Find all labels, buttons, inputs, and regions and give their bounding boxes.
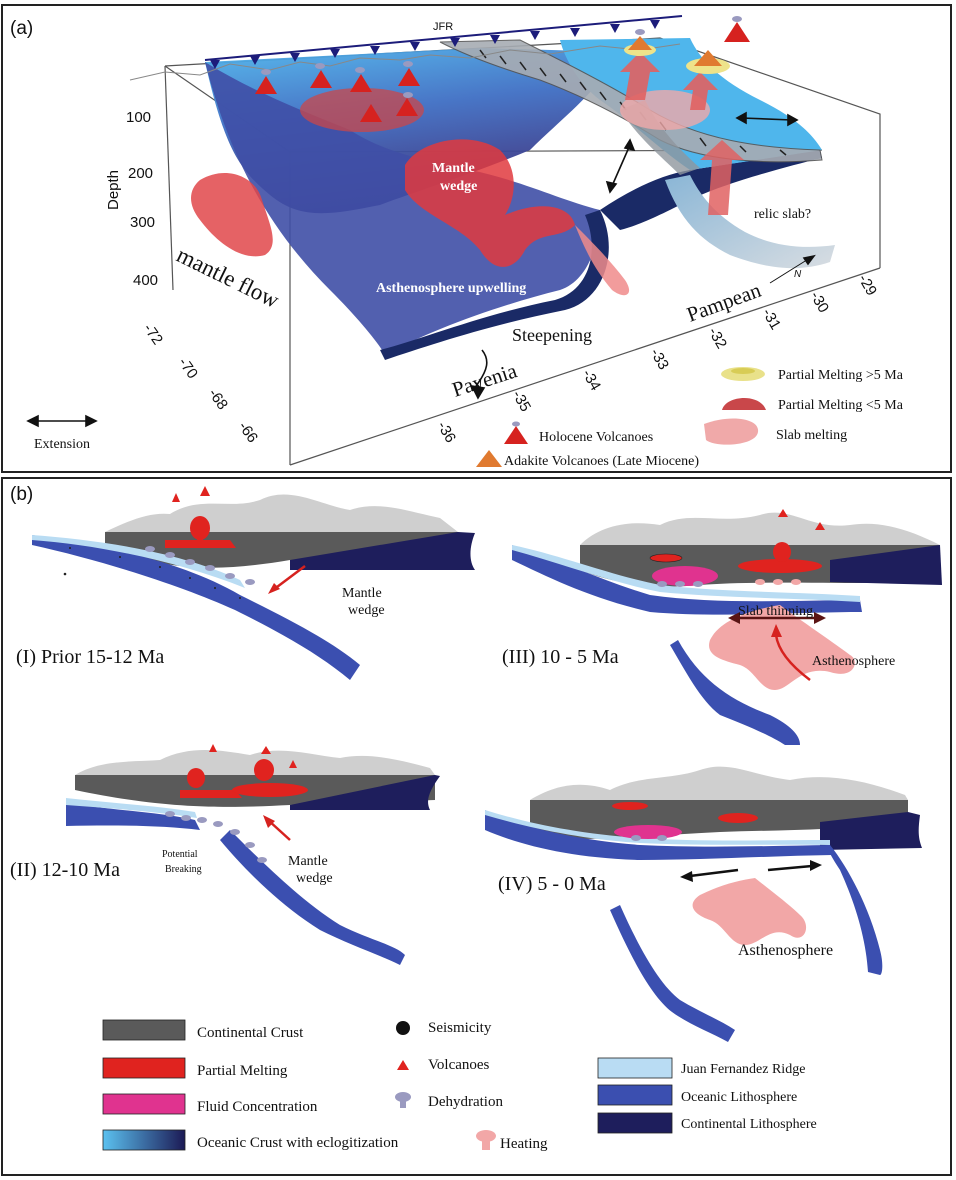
jfr-label: JFR <box>433 21 453 33</box>
mantle-flow-lobe <box>191 172 273 257</box>
stage-3-slab-thinning: Slab thinning <box>738 604 813 619</box>
legend-continental-crust: Continental Crust <box>197 1025 304 1041</box>
slab-dark-edge <box>380 210 609 360</box>
mantle-wedge <box>405 139 575 267</box>
lat-tick--35: -35 <box>509 388 535 415</box>
holocene-volcanoes <box>255 22 750 122</box>
dehydration-markers-a <box>261 16 742 98</box>
adakite-volcanoes <box>624 36 730 74</box>
legend-volcanoes: Volcanoes <box>428 1057 490 1073</box>
panel-b-label: (b) <box>10 484 33 505</box>
topography <box>129 43 681 81</box>
stage-4-asthenosphere: Asthenosphere <box>738 942 833 959</box>
depth-tick-300: 300 <box>130 214 155 231</box>
legend-oceanic-lith: Oceanic Lithosphere <box>681 1090 797 1105</box>
steepening-label: Steepening <box>512 325 592 345</box>
stage-3-asthenosphere: Asthenosphere <box>812 654 895 669</box>
pampean-label: Pampean <box>684 278 765 327</box>
panel-b-legend <box>102 1019 673 1151</box>
panel-b-frame <box>1 477 952 1176</box>
stage-2-mantle-2: wedge <box>296 871 333 886</box>
stage-2-potential-2: Breaking <box>165 864 202 875</box>
legend-pm-old: Partial Melting >5 Ma <box>778 368 904 383</box>
stage-1-title: (I) Prior 15-12 Ma <box>16 646 164 668</box>
lon-tick--68: -68 <box>205 386 231 414</box>
legend-pm-young: Partial Melting <5 Ma <box>778 398 904 413</box>
stage-1-mantle-1: Mantle <box>342 586 382 601</box>
up-arrow-3 <box>700 140 744 215</box>
stage-4-title: (IV) 5 - 0 Ma <box>498 873 606 895</box>
lon-tick--66: -66 <box>235 419 261 447</box>
depth-axis-label: Depth <box>105 170 122 210</box>
legend-fluid-concentration: Fluid Concentration <box>197 1099 318 1115</box>
legend-jfr: Juan Fernandez Ridge <box>681 1062 805 1077</box>
trench-line <box>204 15 683 69</box>
legend-dehydration: Dehydration <box>428 1094 503 1110</box>
lat-tick--31: -31 <box>759 306 785 333</box>
stage-2-mantle-1: Mantle <box>288 854 328 869</box>
north-label: N <box>794 269 802 280</box>
legend-heating: Heating <box>500 1136 548 1152</box>
lat-tick--33: -33 <box>647 346 673 373</box>
panel-a-label: (a) <box>10 18 33 39</box>
mantle-wedge-label-2: wedge <box>440 179 477 194</box>
legend-slab-melting: Slab melting <box>776 428 847 443</box>
stage-3-title: (III) 10 - 5 Ma <box>502 646 619 668</box>
depth-tick-400: 400 <box>133 272 158 289</box>
stage-2-title: (II) 12-10 Ma <box>10 859 120 881</box>
stage-2-diagram <box>66 744 440 965</box>
asthenosphere-upwelling-label: Asthenosphere upwelling <box>376 281 526 296</box>
relic-slab <box>665 175 835 269</box>
stage-2-potential-1: Potential <box>162 849 198 860</box>
stage-1-mantle-2: wedge <box>348 603 385 618</box>
slab-melt-plume <box>575 225 630 296</box>
panel-a-legend: Partial Melting >5 Ma Partial Melting <5… <box>476 367 904 469</box>
slab-steep-part <box>205 62 600 355</box>
legend-adakite: Adakite Volcanoes (Late Miocene) <box>504 454 699 469</box>
pm-young-zone <box>300 88 424 132</box>
depth-tick-100: 100 <box>126 109 151 126</box>
panel-a-frame <box>1 4 952 473</box>
lat-tick--34: -34 <box>579 367 605 394</box>
panel-a-arrows <box>26 111 816 428</box>
stage-1-diagram <box>32 486 475 680</box>
up-arrow-1 <box>620 52 660 100</box>
legend-partial-melting: Partial Melting <box>197 1063 288 1079</box>
legend-continental-lith: Continental Lithosphere <box>681 1117 817 1132</box>
lat-tick--36: -36 <box>434 419 460 446</box>
mantle-wedge-label-1: Mantle <box>432 161 475 176</box>
lat-tick--30: -30 <box>807 289 833 316</box>
lon-tick--72: -72 <box>140 321 166 349</box>
legend-seismicity: Seismicity <box>428 1020 492 1036</box>
stage-4-diagram <box>485 766 922 1042</box>
relic-slab-label: relic slab? <box>754 207 811 222</box>
depth-tick-200: 200 <box>128 165 153 182</box>
stage-3-diagram <box>512 509 942 745</box>
lon-tick--70: -70 <box>175 355 201 383</box>
lat-tick--32: -32 <box>705 325 731 352</box>
extension-label: Extension <box>34 437 90 452</box>
legend-holocene: Holocene Volcanoes <box>539 430 653 445</box>
up-arrow-2 <box>683 72 718 110</box>
legend-oceanic-crust: Oceanic Crust with eclogitization <box>197 1135 399 1151</box>
